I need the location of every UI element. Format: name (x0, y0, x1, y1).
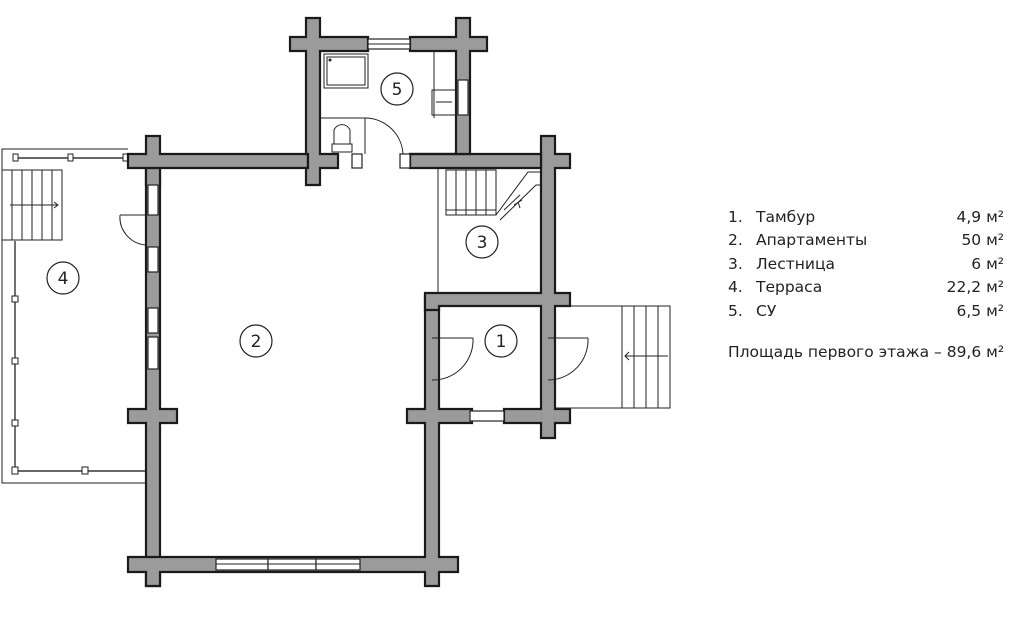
room-label-1: 1 (484, 324, 518, 358)
wall-bathroom-east (408, 16, 489, 168)
legend-room-name: Терраса (756, 278, 823, 297)
room-label-2: 2 (239, 324, 273, 358)
legend-room-name: Лестница (756, 254, 835, 273)
windows (147, 38, 505, 571)
legend-row: 4. Терраса 22,2 м² (728, 276, 1008, 300)
legend-number: 3. (728, 254, 743, 273)
legend-room-area: 50 м² (961, 231, 1004, 250)
total-area: Площадь первого этажа – 89,6 м² (728, 342, 1005, 361)
wall-vestibule-north (423, 134, 572, 440)
terrace (1, 148, 148, 484)
svg-text:2: 2 (251, 332, 262, 352)
legend-number: 2. (728, 231, 743, 250)
terrace-stairs (1, 169, 63, 241)
doors (119, 117, 589, 381)
wall-south (126, 294, 474, 588)
legend-row: 5. СУ 6,5 м² (728, 299, 1008, 323)
legend-room-area: 4,9 м² (956, 207, 1004, 226)
legend-row: 3. Лестница 6 м² (728, 252, 1008, 276)
legend-room-name: СУ (756, 301, 777, 320)
legend-number: 5. (728, 301, 743, 320)
legend-number: 1. (728, 207, 743, 226)
legend-number: 4. (728, 278, 743, 297)
legend-room-area: 6 м² (971, 254, 1004, 273)
wall-west (126, 166, 179, 588)
room-label-4: 4 (46, 261, 80, 295)
legend-room-area: 6,5 м² (956, 301, 1004, 320)
svg-text:4: 4 (58, 269, 69, 289)
room-label-3: 3 (465, 225, 499, 259)
interior-stair (437, 168, 541, 293)
svg-text:1: 1 (496, 332, 507, 352)
legend-room-name: Апартаменты (756, 231, 868, 250)
room-legend: 1. Тамбур 4,9 м² 2. Апартаменты 50 м² 3.… (728, 205, 1008, 361)
legend-room-name: Тамбур (756, 207, 816, 226)
room-label-5: 5 (380, 72, 414, 106)
legend-row: 2. Апартаменты 50 м² (728, 229, 1008, 253)
walls (126, 16, 572, 588)
svg-text:3: 3 (477, 233, 488, 253)
legend-room-area: 22,2 м² (946, 278, 1004, 297)
room-labels: 1 2 3 4 5 (46, 72, 518, 358)
entrance-stairs (555, 305, 671, 409)
bathroom-fixtures (320, 51, 457, 153)
svg-text:5: 5 (392, 80, 403, 100)
legend-row: 1. Тамбур 4,9 м² (728, 205, 1008, 229)
wall-stair-north (408, 152, 543, 170)
